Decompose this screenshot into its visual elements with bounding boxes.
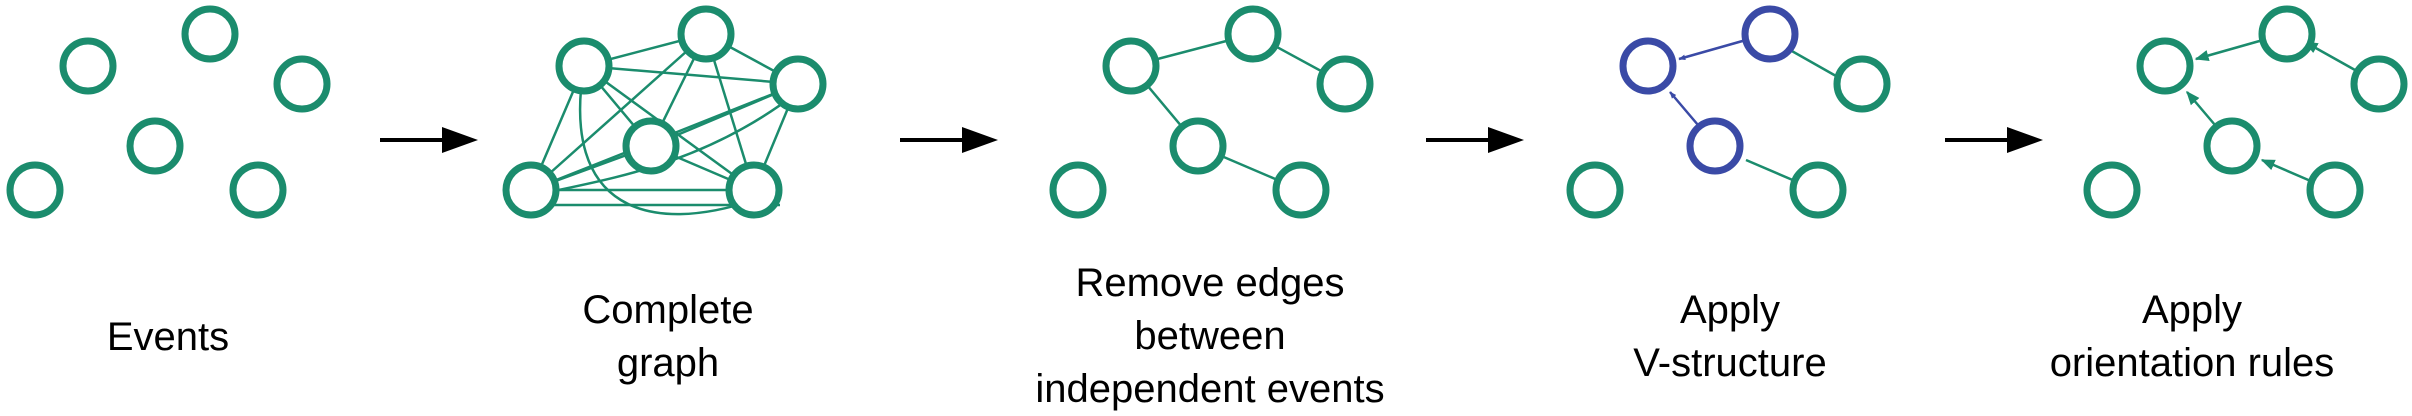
stage-events-graph: [6, 5, 331, 219]
event-node: [555, 37, 613, 95]
event-node: [273, 55, 331, 113]
event-node: [6, 161, 64, 219]
stage-oriented-graph: [2083, 5, 2408, 219]
caption-v-structure: Apply V-structure: [1520, 284, 1940, 390]
event-node: [1224, 5, 1282, 63]
event-node: [59, 37, 117, 95]
caption-line: orientation rules: [2049, 341, 2335, 385]
caption-line: Remove edges: [1075, 261, 1345, 305]
flow-arrow: [900, 127, 998, 153]
caption-orientation-rules: Apply orientation rules: [1982, 284, 2402, 390]
event-node: [2136, 37, 2194, 95]
caption-complete-graph: Complete graph: [458, 284, 878, 390]
event-node: [769, 55, 827, 113]
v-structure-node: [1741, 5, 1799, 63]
event-node: [2350, 55, 2408, 113]
caption-events: Events: [0, 311, 378, 364]
v-structure-node: [1619, 37, 1677, 95]
event-node: [229, 161, 287, 219]
flow-arrow: [380, 127, 478, 153]
event-node: [181, 5, 239, 63]
event-node: [1102, 37, 1160, 95]
event-node: [126, 117, 184, 175]
stage-v-structure-graph: [1566, 5, 1891, 219]
event-node: [1789, 161, 1847, 219]
v-structure-node: [1686, 117, 1744, 175]
caption-line: Events: [106, 315, 230, 359]
caption-line: independent events: [1035, 367, 1385, 411]
event-node: [1833, 55, 1891, 113]
caption-remove-edges: Remove edges between independent events: [1000, 257, 1420, 416]
event-node: [1316, 55, 1374, 113]
caption-line: V-structure: [1633, 341, 1827, 385]
event-node: [1169, 117, 1227, 175]
event-node: [502, 161, 560, 219]
event-node: [1049, 161, 1107, 219]
event-node: [2203, 117, 2261, 175]
stage-skeleton-graph: [1049, 5, 1374, 219]
event-node: [1272, 161, 1330, 219]
caption-line: Complete: [582, 288, 754, 332]
stage-complete-graph: [502, 5, 827, 219]
caption-line: Apply: [2141, 288, 2243, 332]
caption-line: Apply: [1679, 288, 1781, 332]
flow-arrow: [1426, 127, 1524, 153]
event-node: [2083, 161, 2141, 219]
caption-line: between: [1134, 314, 1286, 358]
flow-arrow: [1945, 127, 2043, 153]
event-node: [677, 5, 735, 63]
event-node: [725, 161, 783, 219]
event-node: [2258, 5, 2316, 63]
caption-line: graph: [616, 341, 720, 385]
event-node: [2306, 161, 2364, 219]
event-node: [622, 117, 680, 175]
graph-edges: [2186, 38, 2356, 184]
event-node: [1566, 161, 1624, 219]
